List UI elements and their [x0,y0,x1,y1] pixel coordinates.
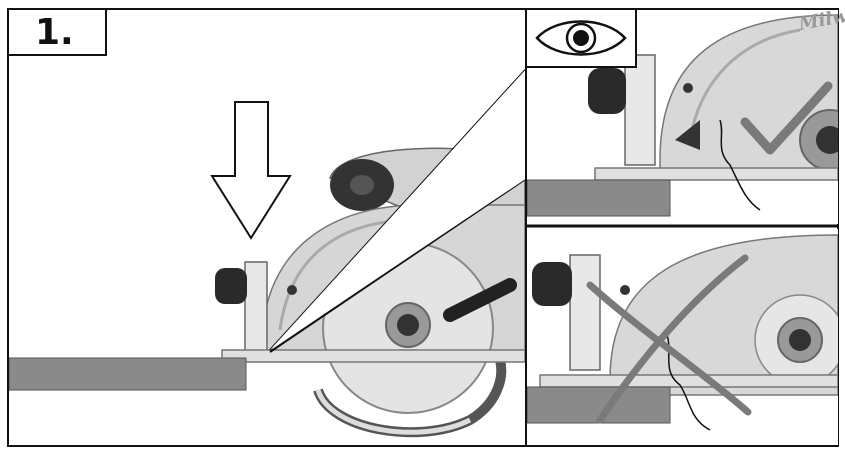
step-number-label: 1. [9,10,107,56]
main-panel [9,68,525,438]
x-mark-icon [586,254,752,424]
correct-detail-panel [527,10,838,224]
eye-callout-box [527,10,637,68]
checkmark-icon [740,81,833,155]
down-arrow-icon [210,101,292,240]
incorrect-detail-panel [527,229,838,445]
eye-icon [535,20,627,56]
